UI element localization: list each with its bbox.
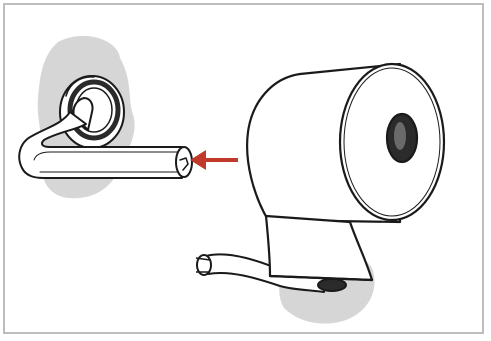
holder-bar [18, 111, 183, 179]
insert-arrow-icon [190, 150, 238, 170]
holder-bar-end [175, 146, 193, 178]
toilet-paper-roll-icon [246, 62, 446, 282]
roll-hanging-sheet [264, 214, 374, 282]
holder-spindle [195, 253, 347, 293]
toilet-paper-holder-icon [18, 75, 193, 179]
holder-neck [72, 97, 94, 131]
